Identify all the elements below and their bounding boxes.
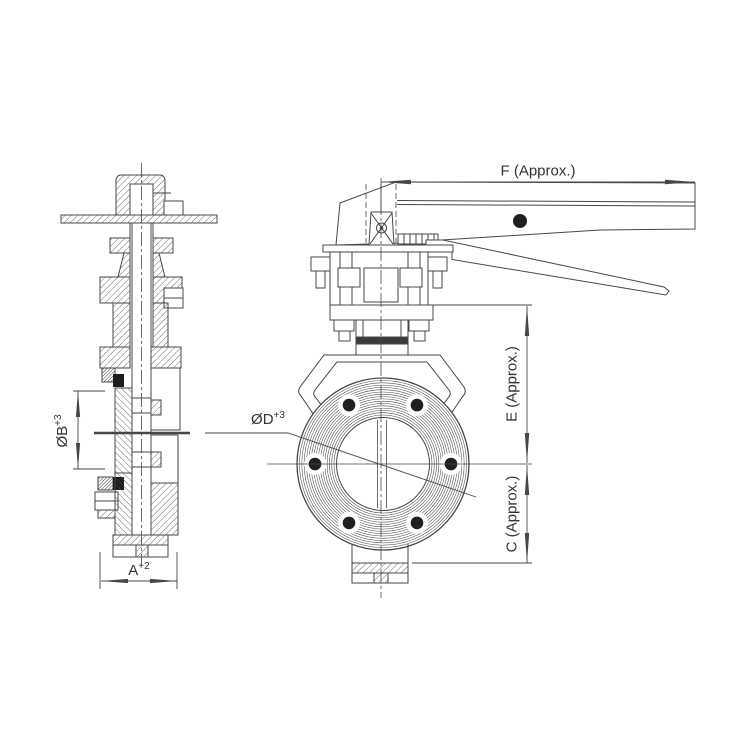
side-view [60, 163, 218, 565]
dim-e [433, 304, 532, 463]
side-lever-plate [60, 214, 218, 224]
bracket-base-plate [329, 304, 434, 321]
bolt-hole [342, 516, 356, 530]
side-top-cap [115, 174, 184, 216]
dim-b [73, 390, 105, 470]
dim-f [380, 179, 695, 213]
bolt-holes [304, 394, 462, 534]
side-bolt-right [427, 256, 448, 272]
lever-handle [335, 181, 696, 296]
dimension-annotations [73, 179, 695, 589]
ratchet-teeth [397, 233, 439, 245]
dim-f-label: F (Approx.) [500, 162, 576, 180]
handle-hole [513, 214, 527, 228]
stem-gasket [355, 336, 409, 345]
bolt-hole [342, 398, 356, 412]
dim-e-label: E (Approx.) [503, 346, 521, 422]
side-body-section [94, 223, 182, 536]
trigger-latch[interactable] [425, 239, 670, 296]
side-bottom-foot [112, 534, 169, 558]
side-stem-neck [99, 223, 184, 348]
dim-a-label: A+2 [128, 561, 150, 579]
dim-c [412, 465, 532, 564]
bolt-hole [410, 398, 424, 412]
side-bolt-left [310, 256, 331, 272]
dim-d-label: ØD+3 [251, 410, 285, 428]
quadrant-plate [322, 244, 454, 253]
bolt-hole [410, 516, 424, 530]
disc-position-line [205, 432, 477, 498]
seat-seal-upper [113, 374, 124, 387]
front-view [205, 178, 696, 598]
dim-c-label: C (Approx.) [503, 475, 521, 553]
stem-boss [368, 211, 395, 246]
dim-a [99, 552, 178, 589]
dim-b-label: ØB+3 [53, 414, 71, 448]
